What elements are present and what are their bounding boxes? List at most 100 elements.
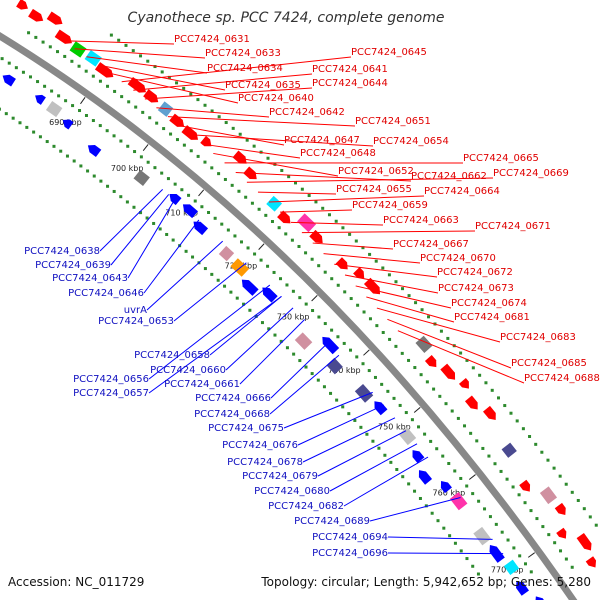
track-dot [260, 321, 264, 325]
track-dot [210, 272, 214, 276]
track-dot [523, 501, 527, 505]
track-dot [233, 234, 237, 238]
track-dot [494, 522, 498, 526]
gene-feature [354, 383, 374, 403]
gene-feature [45, 100, 63, 118]
track-dot [534, 442, 538, 446]
track-dot [291, 289, 295, 293]
track-dot [266, 156, 270, 160]
reverse-leader-line [317, 430, 407, 477]
forward-leader-line [257, 191, 337, 195]
track-dot [273, 333, 277, 337]
gene-feature [374, 401, 388, 416]
gene-feature [576, 532, 592, 551]
track-dot [224, 121, 228, 125]
track-dot [432, 387, 436, 391]
gene-feature [554, 502, 566, 516]
track-dot [270, 220, 274, 224]
track-dot [316, 378, 320, 382]
reverse-gene-label: PCC7424_0646 [68, 288, 144, 299]
forward-gene-label: PCC7424_0651 [355, 116, 431, 127]
track-dot [120, 95, 124, 99]
reverse-gene-label: PCC7424_0694 [312, 532, 388, 543]
track-dot [343, 290, 347, 294]
track-dot [509, 411, 513, 415]
track-dot [570, 565, 574, 569]
track-dot [184, 249, 188, 253]
track-dot [404, 411, 408, 415]
track-dot [410, 418, 414, 422]
gene-feature [262, 287, 278, 303]
forward-leader-line [290, 221, 384, 226]
track-dot [132, 205, 136, 209]
gene-feature [363, 277, 381, 295]
track-dot [56, 50, 60, 54]
track-dot [529, 509, 533, 513]
track-dot [459, 549, 463, 553]
track-dot [373, 375, 377, 379]
track-dot [359, 425, 363, 429]
reverse-gene-label: PCC7424_0639 [35, 260, 111, 271]
track-dot [223, 284, 227, 288]
track-dot [253, 252, 257, 256]
reverse-gene-label: PCC7424_0658 [134, 350, 210, 361]
track-dot [465, 484, 469, 488]
track-dot [304, 251, 308, 255]
track-dot [371, 439, 375, 443]
track-dot [0, 57, 4, 61]
track-dot [187, 193, 191, 197]
track-dot [59, 149, 63, 153]
track-dot [423, 432, 427, 436]
forward-gene-label: PCC7424_0688 [524, 373, 600, 384]
track-dot [203, 160, 207, 164]
tick-mark [468, 474, 476, 480]
track-dot [588, 515, 592, 519]
track-dot [529, 570, 533, 574]
track-dot [134, 105, 138, 109]
track-dot [322, 385, 326, 389]
track-dot [383, 453, 387, 457]
track-dot [429, 439, 433, 443]
track-dot [471, 564, 475, 568]
track-dot [476, 572, 480, 576]
track-dot [381, 330, 385, 334]
track-dot [25, 125, 29, 129]
tick-mark [198, 189, 205, 197]
accession-text: Accession: NC_011729 [8, 575, 144, 589]
track-dot [166, 177, 170, 181]
track-dot [496, 396, 500, 400]
track-dot [63, 54, 67, 58]
gene-feature [157, 101, 174, 117]
tick-mark [80, 97, 86, 105]
track-dot [304, 302, 308, 306]
track-dot [86, 169, 90, 173]
track-dot [570, 490, 574, 494]
track-dot [300, 187, 304, 191]
track-dot [503, 404, 507, 408]
track-dot [193, 199, 197, 203]
tick-label: 730 kbp [277, 312, 310, 321]
track-dot [153, 166, 157, 170]
forward-gene-label: PCC7424_0633 [205, 48, 281, 59]
forward-gene-label: PCC7424_0671 [475, 221, 551, 232]
forward-leader-line [387, 318, 512, 369]
track-dot [401, 287, 405, 291]
track-dot [427, 315, 431, 319]
track-dot [448, 534, 452, 538]
forward-gene-label: PCC7424_0674 [451, 298, 527, 309]
track-dot [477, 499, 481, 503]
track-dot [465, 358, 469, 362]
track-dot [45, 140, 49, 144]
forward-leader-line [190, 134, 374, 147]
track-dot [475, 439, 479, 443]
track-dot [292, 352, 296, 356]
track-dot [131, 49, 135, 53]
track-dot [223, 177, 227, 181]
forward-leader-line [109, 72, 239, 104]
forward-gene-label: PCC7424_0642 [269, 107, 345, 118]
track-dot [386, 389, 390, 393]
track-dot [304, 365, 308, 369]
track-dot [257, 207, 261, 211]
track-dot [564, 557, 568, 561]
track-dot [354, 239, 358, 243]
